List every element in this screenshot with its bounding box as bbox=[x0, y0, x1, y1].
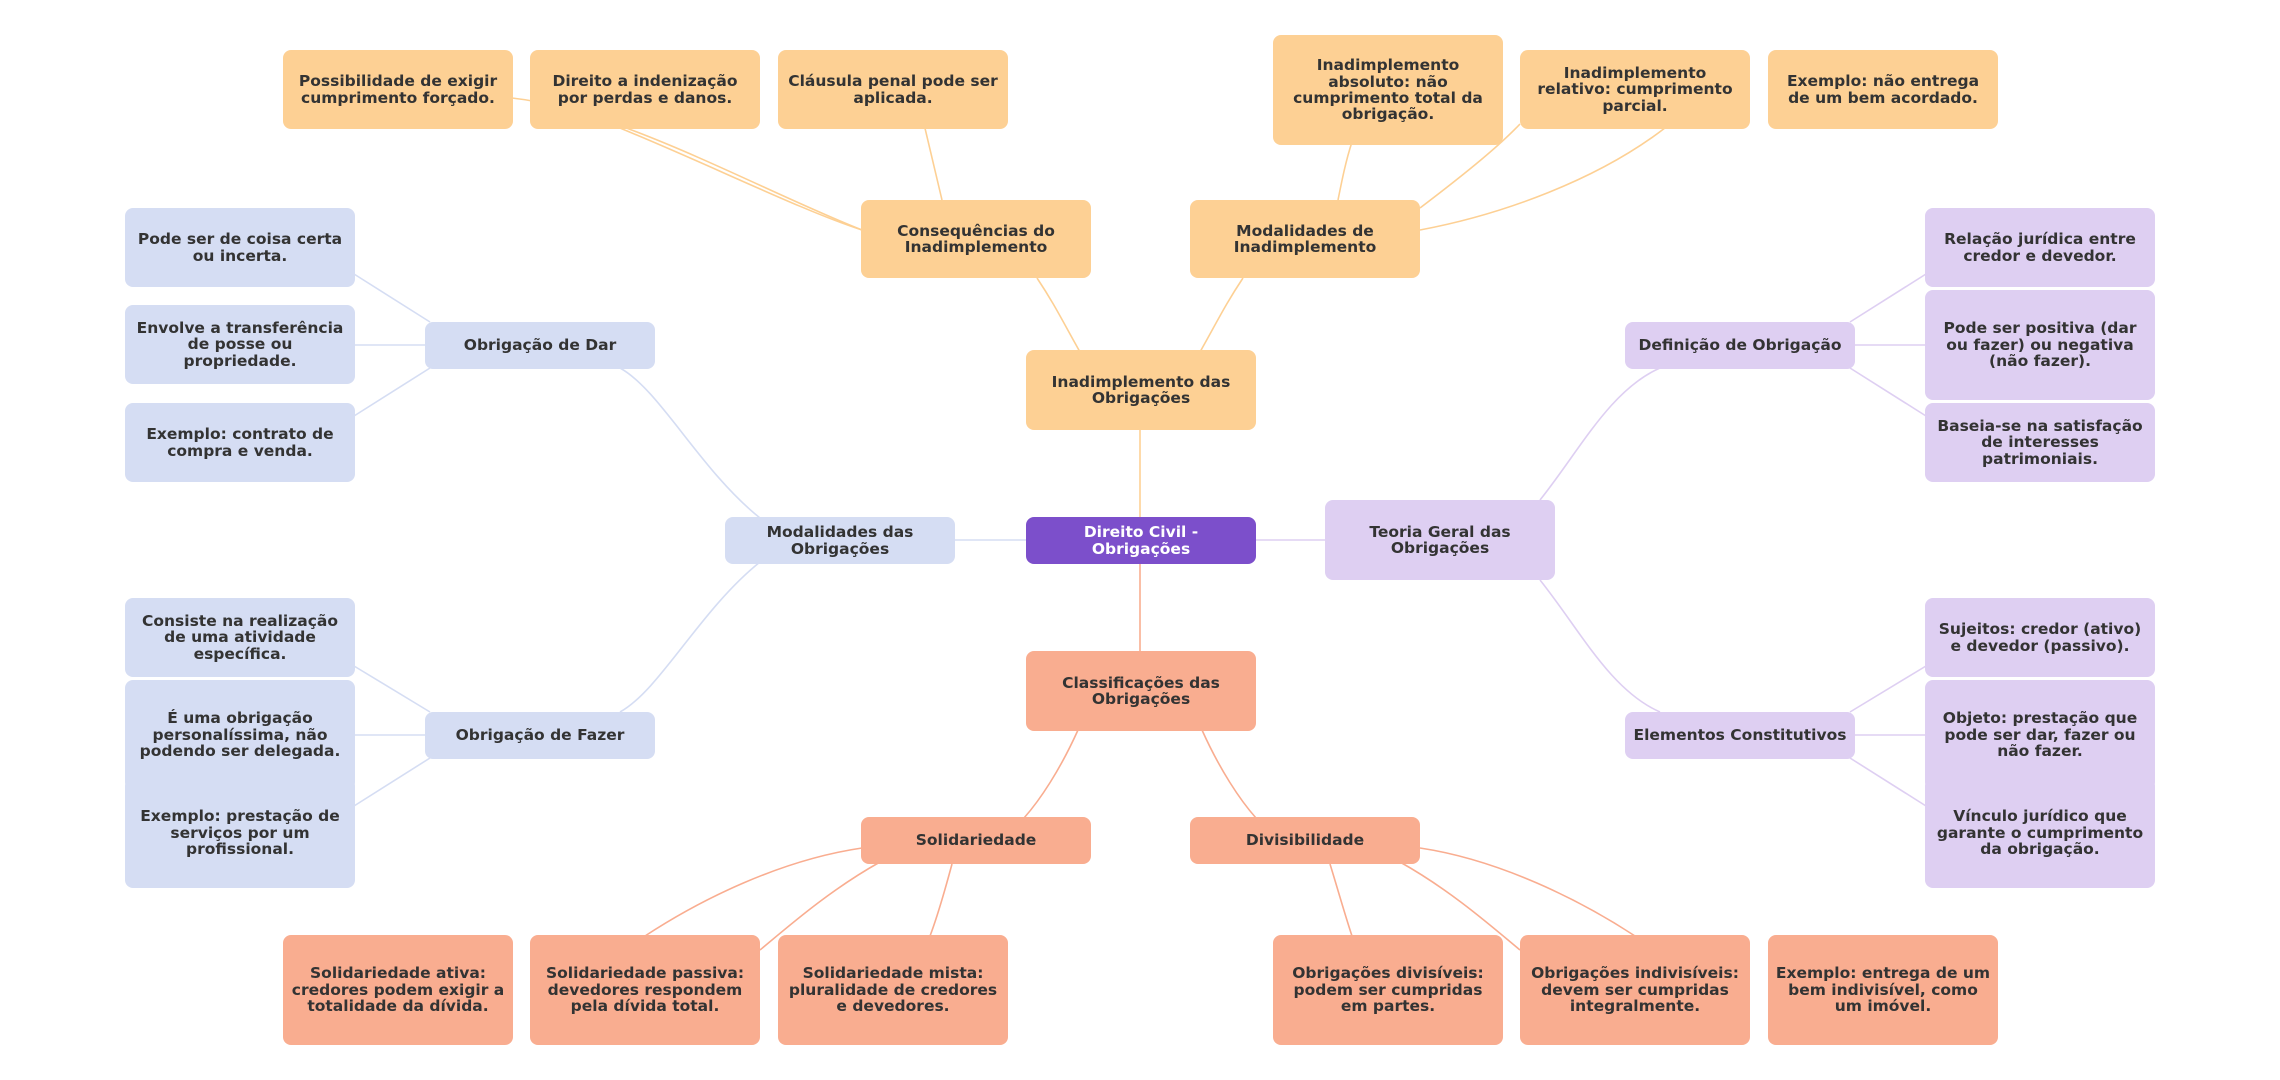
edge-modi-modi2 bbox=[1419, 123, 1521, 209]
edge-class-sol bbox=[1023, 729, 1079, 819]
node-dar-exemplo[interactable]: Exemplo: contrato de compra e venda. bbox=[125, 403, 355, 482]
node-modi-relativo[interactable]: Inadimplemento relativo: cumprimento par… bbox=[1520, 50, 1750, 129]
edge-class-div bbox=[1201, 729, 1257, 819]
edge-modi-modi1 bbox=[1337, 141, 1353, 201]
node-ele-sujeitos[interactable]: Sujeitos: credor (ativo) e devedor (pass… bbox=[1925, 598, 2155, 677]
edge-ele-ele1 bbox=[1849, 665, 1927, 713]
node-div-exemplo[interactable]: Exemplo: entrega de um bem indivisível, … bbox=[1768, 935, 1998, 1045]
edge-dar-dar1 bbox=[353, 273, 431, 323]
node-definicao-obrigacao[interactable]: Definição de Obrigação bbox=[1625, 322, 1855, 369]
node-divisibilidade[interactable]: Divisibilidade bbox=[1190, 817, 1420, 864]
node-sol-passiva[interactable]: Solidariedade passiva: devedores respond… bbox=[530, 935, 760, 1045]
edge-faz-faz3 bbox=[353, 757, 431, 807]
edge-dar-dar3 bbox=[353, 367, 431, 417]
node-modalidades-obrigacoes[interactable]: Modalidades das Obrigações bbox=[725, 517, 955, 564]
node-obrigacao-dar[interactable]: Obrigação de Dar bbox=[425, 322, 655, 369]
edge-modo-dar bbox=[619, 367, 761, 519]
edge-modo-faz bbox=[619, 561, 761, 713]
node-inadimplemento[interactable]: Inadimplemento das Obrigações bbox=[1026, 350, 1256, 430]
node-classificacoes[interactable]: Classificações das Obrigações bbox=[1026, 651, 1256, 731]
edge-teo-ele bbox=[1539, 579, 1661, 713]
edge-def-def3 bbox=[1849, 367, 1927, 417]
edge-ele-ele3 bbox=[1849, 757, 1927, 807]
node-dar-transferencia[interactable]: Envolve a transferência de posse ou prop… bbox=[125, 305, 355, 384]
node-dar-coisa-certa[interactable]: Pode ser de coisa certa ou incerta. bbox=[125, 208, 355, 287]
node-modalidades-inadimplemento[interactable]: Modalidades de Inadimplemento bbox=[1190, 200, 1420, 278]
node-ele-objeto[interactable]: Objeto: prestação que pode ser dar, faze… bbox=[1925, 680, 2155, 790]
node-faz-exemplo[interactable]: Exemplo: prestação de serviços por um pr… bbox=[125, 778, 355, 888]
edge-inad-cons bbox=[1036, 277, 1081, 353]
node-def-positiva-negativa[interactable]: Pode ser positiva (dar ou fazer) ou nega… bbox=[1925, 290, 2155, 400]
edge-cons-cons2 bbox=[609, 123, 863, 231]
edge-div-div2 bbox=[1399, 861, 1521, 951]
node-faz-atividade[interactable]: Consiste na realização de uma atividade … bbox=[125, 598, 355, 677]
edge-def-def1 bbox=[1849, 273, 1927, 323]
edge-div-div3 bbox=[1419, 847, 1636, 937]
node-def-relacao-juridica[interactable]: Relação jurídica entre credor e devedor. bbox=[1925, 208, 2155, 287]
node-obrigacao-fazer[interactable]: Obrigação de Fazer bbox=[425, 712, 655, 759]
edge-teo-def bbox=[1539, 367, 1661, 501]
node-teoria-geral[interactable]: Teoria Geral das Obrigações bbox=[1325, 500, 1555, 580]
node-def-interesses[interactable]: Baseia-se na satisfação de interesses pa… bbox=[1925, 403, 2155, 482]
node-elementos-constitutivos[interactable]: Elementos Constitutivos bbox=[1625, 712, 1855, 759]
node-sol-mista[interactable]: Solidariedade mista: pluralidade de cred… bbox=[778, 935, 1008, 1045]
node-cons-cumprimento-forcado[interactable]: Possibilidade de exigir cumprimento forç… bbox=[283, 50, 513, 129]
node-modi-absoluto[interactable]: Inadimplemento absoluto: não cumprimento… bbox=[1273, 35, 1503, 145]
node-sol-ativa[interactable]: Solidariedade ativa: credores podem exig… bbox=[283, 935, 513, 1045]
node-div-divisiveis[interactable]: Obrigações divisíveis: podem ser cumprid… bbox=[1273, 935, 1503, 1045]
root-node[interactable]: Direito Civil - Obrigações bbox=[1026, 517, 1256, 564]
node-ele-vinculo[interactable]: Vínculo jurídico que garante o cumprimen… bbox=[1925, 778, 2155, 888]
edge-modi-modi3 bbox=[1419, 123, 1671, 231]
node-div-indivisiveis[interactable]: Obrigações indivisíveis: devem ser cumpr… bbox=[1520, 935, 1750, 1045]
node-cons-clausula-penal[interactable]: Cláusula penal pode ser aplicada. bbox=[778, 50, 1008, 129]
node-solidariedade[interactable]: Solidariedade bbox=[861, 817, 1091, 864]
edge-faz-faz1 bbox=[353, 665, 431, 713]
node-faz-personalissima[interactable]: É uma obrigação personalíssima, não pode… bbox=[125, 680, 355, 790]
node-cons-indenizacao[interactable]: Direito a indenização por perdas e danos… bbox=[530, 50, 760, 129]
edge-cons-cons3 bbox=[923, 123, 943, 201]
edge-sol-sol1 bbox=[644, 847, 863, 937]
edge-div-div1 bbox=[1329, 863, 1353, 937]
edge-inad-modi bbox=[1199, 277, 1244, 353]
edge-sol-sol2 bbox=[759, 861, 881, 951]
node-modi-exemplo[interactable]: Exemplo: não entrega de um bem acordado. bbox=[1768, 50, 1998, 129]
edge-sol-sol3 bbox=[929, 863, 953, 937]
node-consequencias[interactable]: Consequências do Inadimplemento bbox=[861, 200, 1091, 278]
